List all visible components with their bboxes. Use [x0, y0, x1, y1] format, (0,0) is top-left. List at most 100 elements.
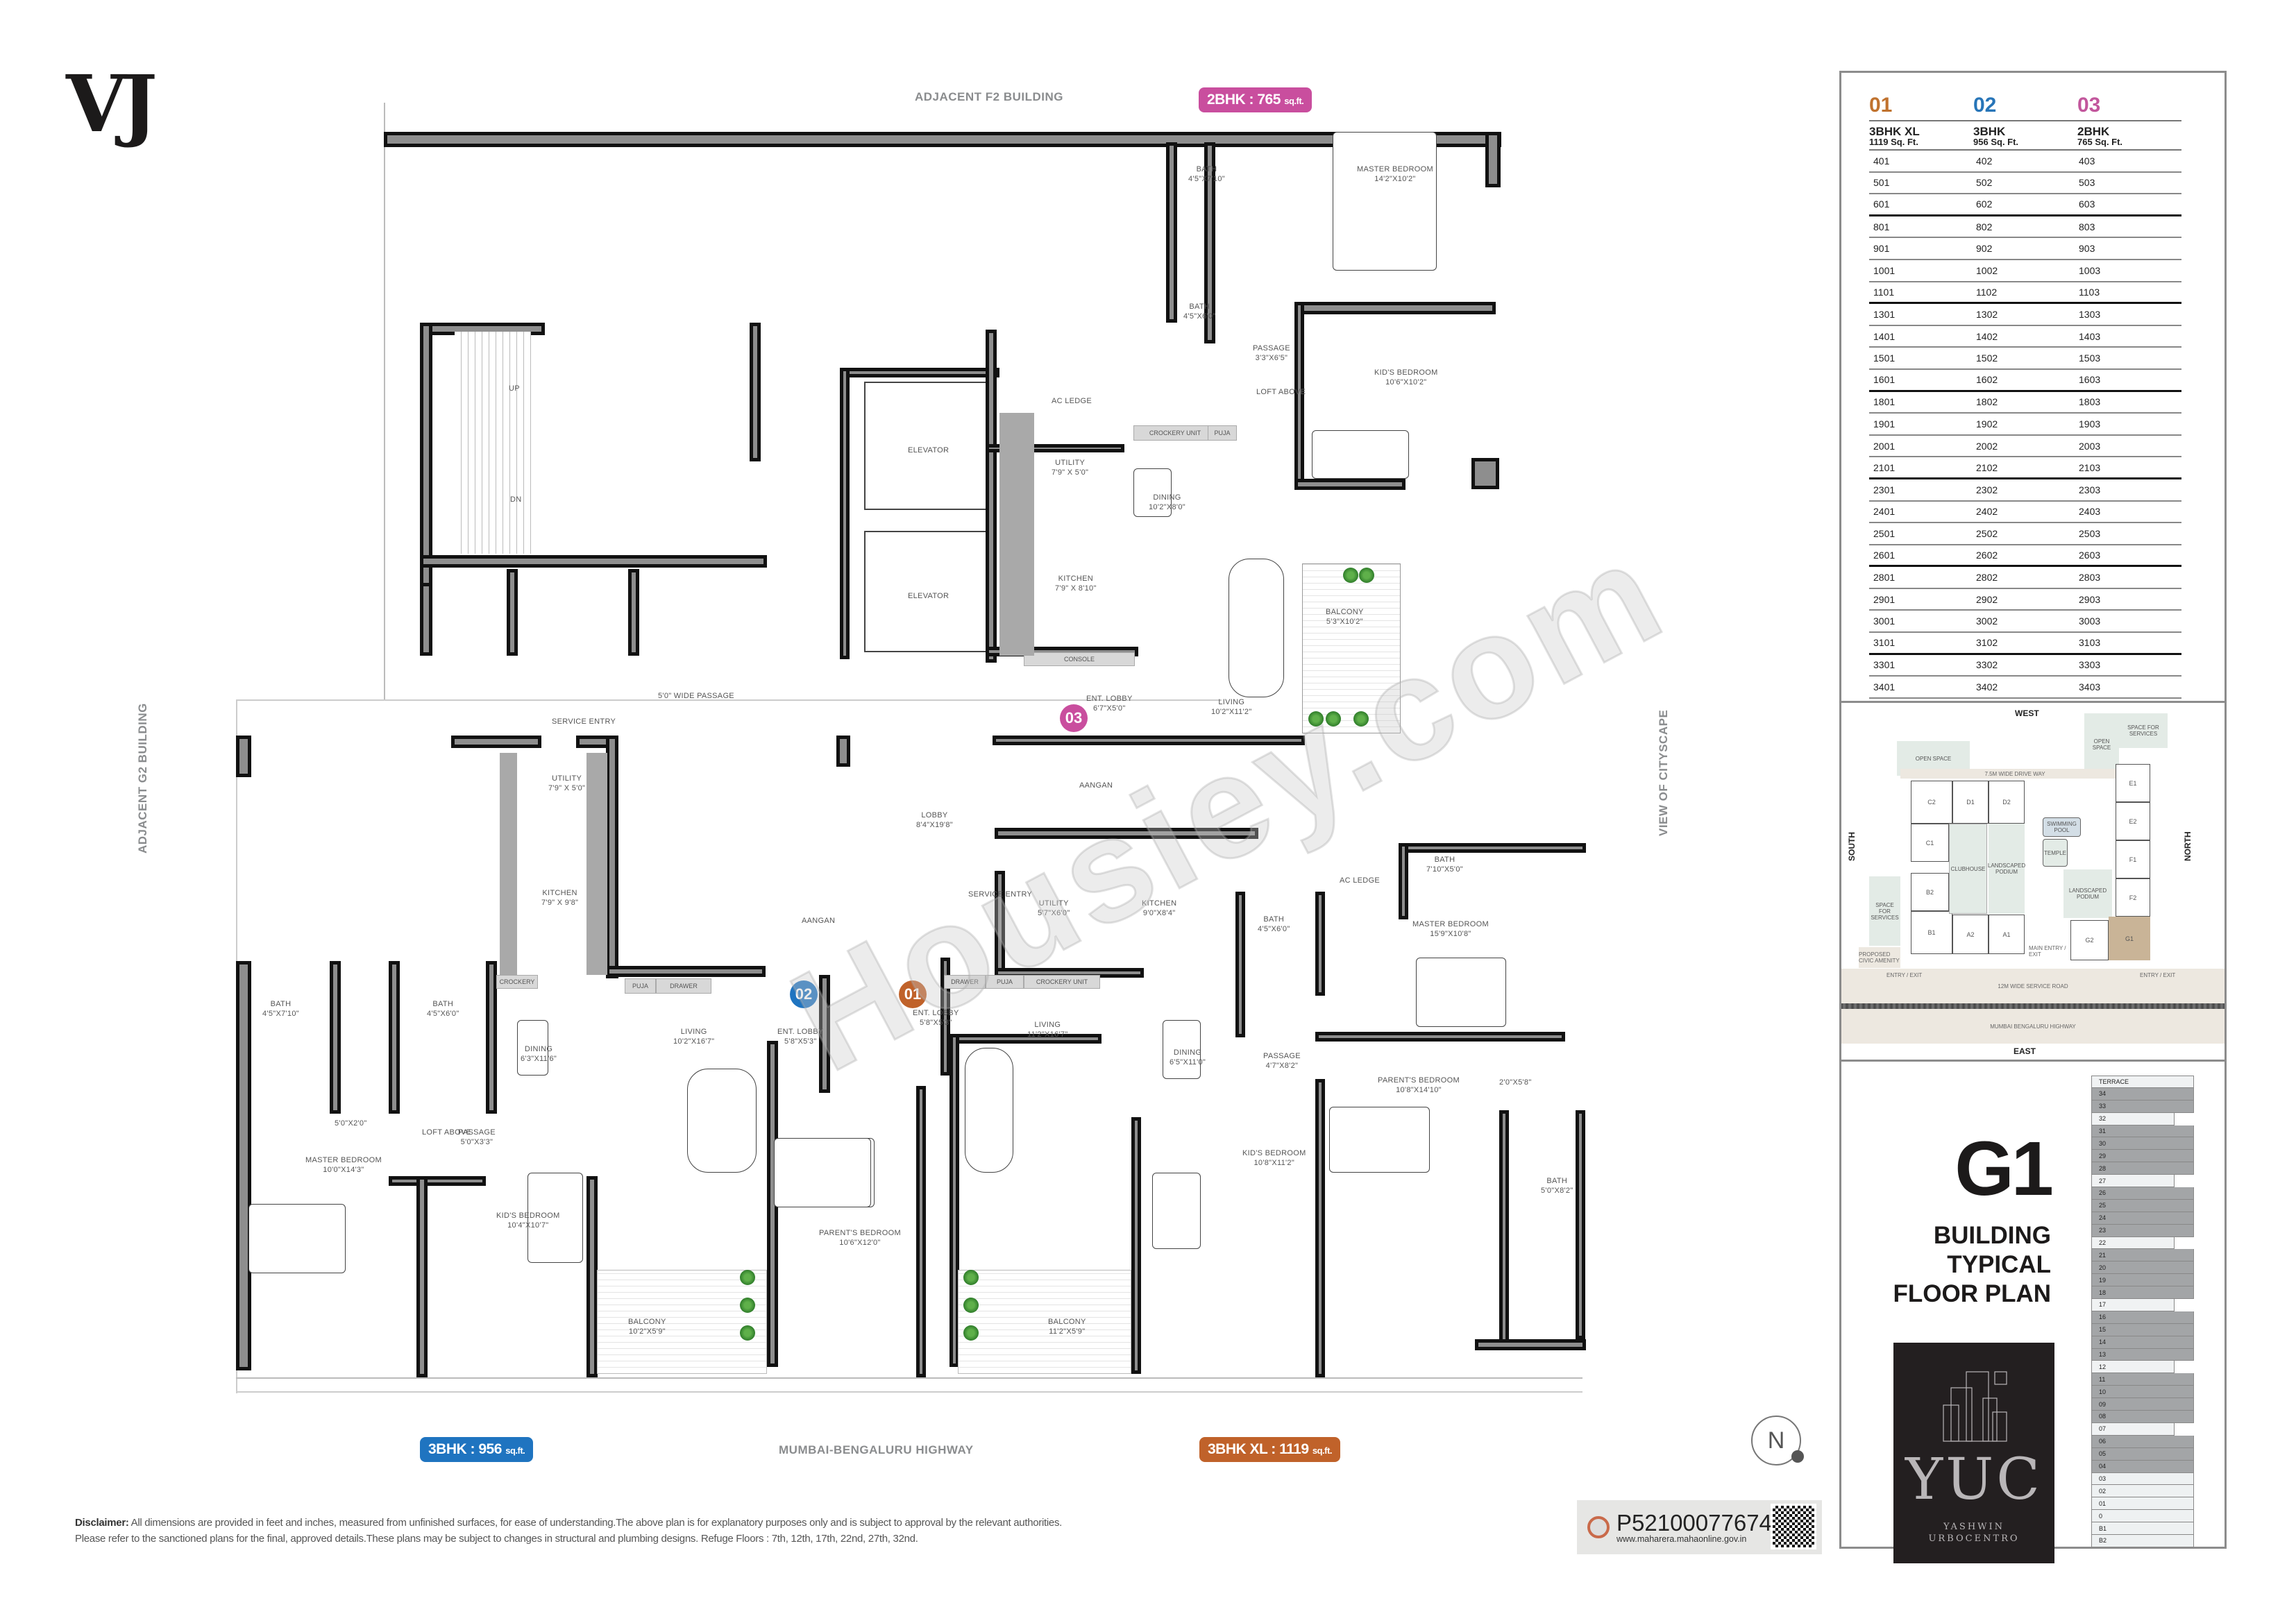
block-f2[interactable]: F2 [2116, 878, 2150, 917]
sofa [1229, 559, 1284, 697]
unit-number-cell: 2503 [2079, 527, 2101, 539]
block-d2[interactable]: D2 [1989, 781, 2025, 824]
floor-level: 30 [2091, 1137, 2194, 1150]
wall [1166, 142, 1177, 323]
bed [1416, 958, 1506, 1027]
badge-unit-02-text: 3BHK : 956 [428, 1441, 502, 1457]
badge-unit-01-text: 3BHK XL : 1119 [1208, 1441, 1309, 1457]
unit-number-cell: 3001 [1873, 615, 1896, 627]
wall [1294, 479, 1406, 490]
wall [949, 1034, 959, 1367]
unit-number-cell: 1101 [1873, 286, 1895, 298]
block-g2[interactable]: G2 [2070, 920, 2109, 960]
unit-number-cell: 801 [1873, 221, 1890, 232]
floor-level: 33 [2091, 1100, 2194, 1113]
compass-label: N [1767, 1427, 1785, 1454]
unit-number-cell: 901 [1873, 243, 1890, 255]
balcony-deck [597, 1270, 767, 1374]
stair-up-label: UP [509, 384, 520, 393]
balcony-deck [1302, 563, 1401, 733]
badge-unit-03-text: 2BHK : 765 [1207, 92, 1281, 108]
floor-level: 16 [2091, 1311, 2194, 1324]
floor-level: 20 [2091, 1261, 2194, 1275]
dir-east: EAST [2014, 1046, 2036, 1056]
rera-url[interactable]: www.maharera.mahaonline.gov.in [1617, 1533, 1747, 1544]
block-a1[interactable]: A1 [1989, 915, 2025, 954]
block-e2[interactable]: E2 [2116, 802, 2150, 840]
block-f1[interactable]: F1 [2116, 840, 2150, 878]
unit-01-marker: 01 [899, 980, 927, 1008]
plant-icon [1308, 711, 1324, 726]
badge-unit-02: 3BHK : 956 sq.ft. [420, 1437, 534, 1462]
unit-number-cell: 3103 [2079, 637, 2101, 649]
unit-number-cell: 503 [2079, 177, 2095, 189]
room-label: AC LEDGE [1052, 397, 1092, 405]
col-03-number: 03 [2077, 94, 2101, 117]
rera-seal-icon [1587, 1516, 1610, 1538]
wall [628, 569, 639, 656]
block-a2[interactable]: A2 [1952, 915, 1989, 954]
block-g1-highlighted[interactable]: G1 [2109, 917, 2150, 960]
highway: MUMBAI BENGALURU HIGHWAY [1841, 1009, 2225, 1044]
unit-number-cell: 1503 [2079, 352, 2101, 364]
plant-icon [1353, 711, 1369, 726]
open-space-2: OPEN SPACE [2084, 713, 2119, 776]
plant-icon [740, 1298, 755, 1313]
clubhouse: CLUBHOUSE [1949, 824, 1987, 914]
unit-number-cell: 1502 [1976, 352, 1998, 364]
unit-number-cell: 903 [2079, 243, 2095, 255]
block-b2[interactable]: B2 [1911, 873, 1949, 911]
wall [995, 828, 1258, 839]
wall [819, 975, 830, 1093]
temple: TEMPLE [2043, 839, 2068, 867]
block-c2[interactable]: C2 [1911, 781, 1952, 824]
floor-refuge: 32 [2091, 1112, 2175, 1125]
block-e1[interactable]: E1 [2116, 764, 2150, 802]
floor-level: 15 [2091, 1323, 2194, 1336]
unit-number-cell: 1901 [1873, 418, 1896, 430]
kitchen-counter [586, 753, 607, 975]
col-02-number: 02 [1973, 94, 1997, 117]
dining-table [517, 1020, 548, 1076]
crockery-unit: CROCKERY [496, 975, 538, 989]
wall [389, 961, 400, 1114]
qr-code-icon[interactable] [1771, 1504, 1816, 1549]
unit-number-cell: 402 [1976, 155, 1993, 167]
median [1841, 1003, 2225, 1009]
wall [916, 1086, 926, 1377]
wall [1485, 132, 1501, 187]
unit-number-cell: 1902 [1976, 418, 1998, 430]
rera-number: P52100077674 [1617, 1509, 1772, 1536]
block-d1[interactable]: D1 [1952, 781, 1989, 824]
bed [1329, 1107, 1430, 1173]
wall [606, 966, 766, 977]
balcony-deck [958, 1270, 1131, 1374]
puja-unit: PUJA [625, 978, 656, 994]
floor-level: 21 [2091, 1249, 2194, 1262]
unit-number-cell: 1802 [1976, 396, 1998, 408]
unit-number-cell: 2403 [2079, 506, 2101, 518]
compass-dot [1791, 1450, 1804, 1463]
block-c1[interactable]: C1 [1911, 824, 1949, 862]
wall [1315, 892, 1325, 996]
project-name: YASHWIN URBOCENTRO [1928, 1522, 2020, 1544]
block-b1[interactable]: B1 [1911, 911, 1952, 954]
unit-number-cell: 1303 [2079, 308, 2101, 320]
